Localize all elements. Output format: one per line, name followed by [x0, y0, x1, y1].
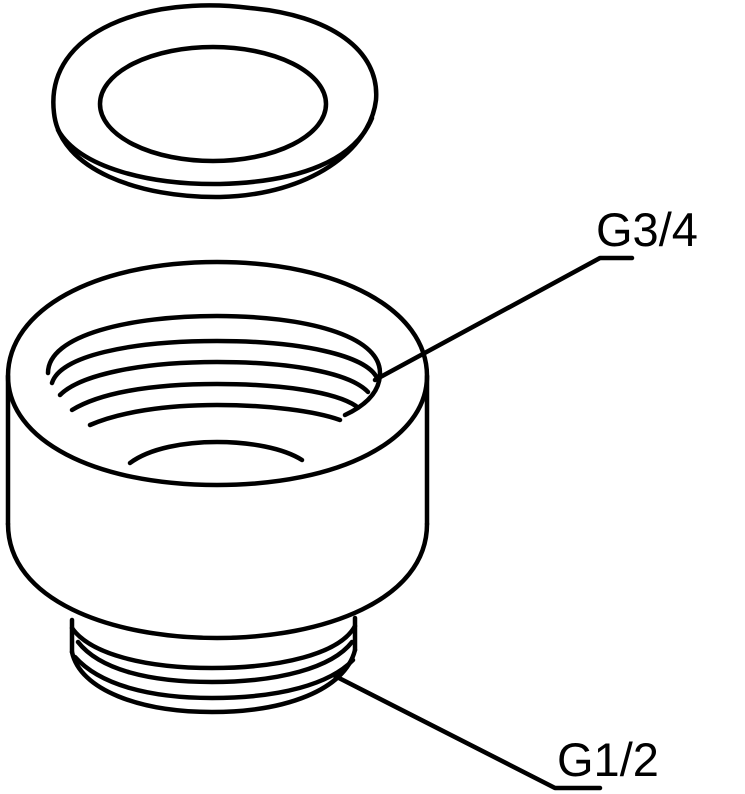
- leader-line-upper: [372, 255, 635, 383]
- washer-rim-line: [55, 115, 375, 187]
- washer-inner-hole: [97, 44, 329, 164]
- adapter-body: [5, 259, 430, 715]
- label-lower-thread: G1/2: [557, 733, 659, 786]
- leader-line-lower: [332, 673, 603, 791]
- internal-thread: [45, 313, 383, 466]
- sealing-washer: [51, 3, 379, 200]
- label-upper-thread: G3/4: [596, 203, 698, 256]
- washer-outer-edge: [51, 3, 379, 200]
- body-bottom-edge: [5, 521, 430, 641]
- male-spigot: [69, 615, 358, 715]
- body-top-rim: [5, 259, 430, 488]
